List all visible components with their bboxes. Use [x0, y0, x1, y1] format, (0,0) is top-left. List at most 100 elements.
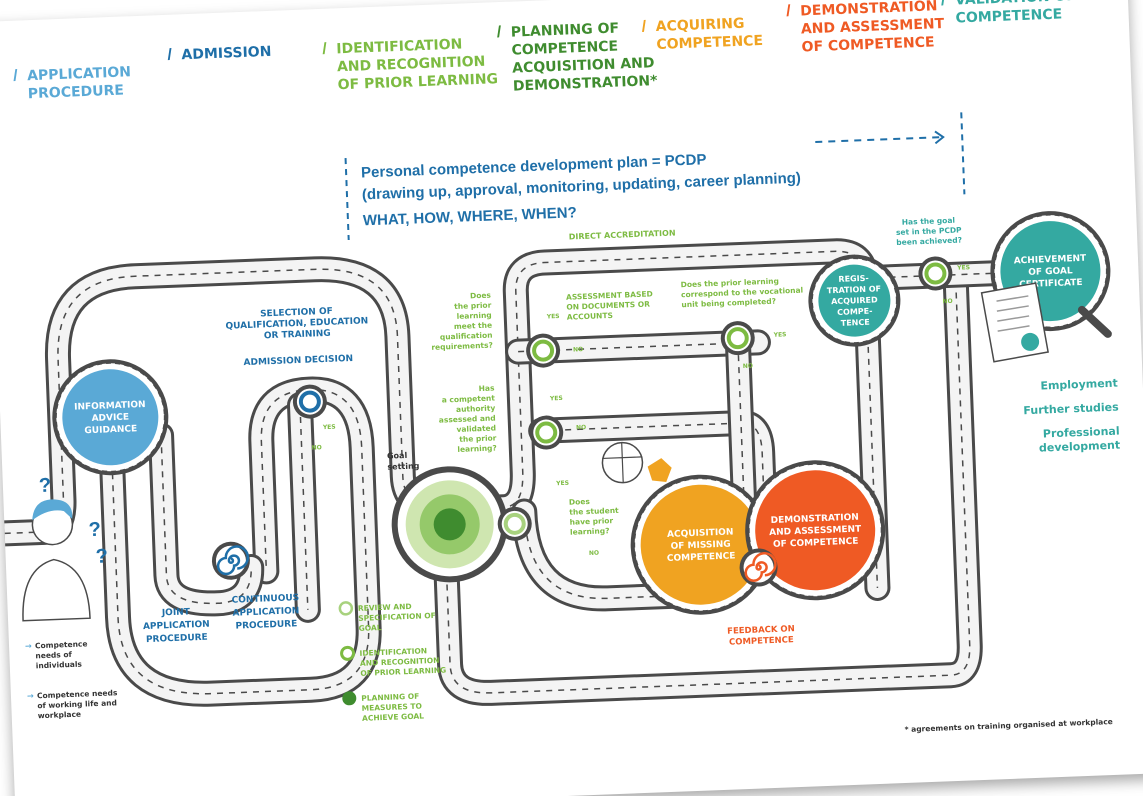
- legend-label: REVIEW ANDSPECIFICATION OFGOAL: [358, 601, 437, 633]
- legend-label: PLANNING OFMEASURES TOACHIEVE GOAL: [361, 691, 424, 722]
- yes-marker: YES: [546, 313, 560, 321]
- prior-meet-checkpoint-icon: [526, 333, 561, 368]
- acquisition-circle-disc: [640, 484, 761, 605]
- info-advice-guidance-circle-label: INFORMATIONADVICEGUIDANCE: [74, 400, 147, 437]
- direct-accreditation-label: DIRECT ACCREDITATION: [569, 228, 676, 241]
- review-checkpoint-icon: [497, 506, 532, 541]
- phase-title: IDENTIFICATIONAND RECOGNITIONOF PRIOR LE…: [336, 35, 498, 93]
- needs-label: Competenceneeds ofindividuals: [35, 639, 89, 670]
- road-centerline: [160, 435, 252, 605]
- magnifier-handle: [1077, 305, 1112, 338]
- phase-arrow-icon: /: [786, 3, 792, 20]
- yes-marker: YES: [322, 424, 336, 432]
- road-surface: [289, 394, 318, 620]
- certificate-icon: [980, 282, 1112, 363]
- no-marker: NO: [589, 550, 599, 557]
- authority-question: Hasa competentauthorityassessed andvalid…: [438, 383, 498, 454]
- yes-marker: YES: [773, 331, 787, 339]
- phase-arrow-icon: /: [322, 41, 328, 58]
- person-body: [22, 558, 91, 622]
- legend-item: IDENTIFICATIONAND RECOGNITIONOF PRIOR LE…: [340, 645, 446, 678]
- pcdp-block: Personal competence development plan = P…: [344, 112, 966, 241]
- road-segment: [431, 271, 983, 706]
- goal-achieved-question: Has the goalset in the PCDPbeen achieved…: [895, 215, 962, 247]
- road-centerline: [541, 422, 767, 553]
- phase-title: APPLICATIONPROCEDURE: [27, 64, 132, 102]
- yes-marker: YES: [555, 480, 569, 488]
- phase-title: PLANNING OFCOMPETENCEACQUISITION ANDDEMO…: [511, 19, 659, 95]
- outcome-label: Employment: [1040, 377, 1118, 393]
- goal-achieved-checkpoint-icon: [918, 256, 953, 291]
- goal-setting-label: Goalsetting: [387, 450, 420, 471]
- dark-dot-icon: [342, 691, 357, 706]
- no-marker: NO: [743, 363, 753, 370]
- student-prior-question: Doesthe studenthave priorlearning?: [569, 496, 620, 537]
- certificate-seal: [1021, 332, 1040, 351]
- node-layer: INFORMATIONADVICEGUIDANCE ACQUISITIONOF M…: [22, 211, 1112, 622]
- person-icon: ???: [22, 475, 108, 622]
- phase-6: /DEMONSTRATIONAND ASSESSMENTOF COMPETENC…: [786, 0, 946, 55]
- selection-label: SELECTION OFQUALIFICATION, EDUCATIONOR T…: [225, 305, 369, 342]
- person-hair: [32, 499, 73, 521]
- goal-target-circle: [391, 466, 508, 583]
- no-marker: NO: [573, 346, 583, 353]
- green-ring-icon: [340, 645, 356, 661]
- phase-3: / IDENTIFICATIONAND RECOGNITIONOF PRIOR L…: [322, 35, 498, 93]
- phase-7: /VALIDATION OFCOMPETENCE: [941, 0, 1076, 27]
- phase-4: /PLANNING OFCOMPETENCEACQUISITION ANDDEM…: [497, 19, 659, 95]
- correspond-question: Does the prior learningcorrespond to the…: [680, 276, 803, 310]
- no-marker: NO: [312, 444, 322, 451]
- feedback-label: FEEDBACK ONCOMPETENCE: [727, 624, 795, 648]
- phase-title: ADMISSION: [181, 44, 272, 63]
- light-ring-icon: [338, 601, 354, 616]
- question-mark: ?: [95, 545, 108, 567]
- registration-circle-label: REGIS-TRATION OFACQUIREDCOMPE-TENCE: [826, 273, 882, 328]
- phase-arrow-icon: /: [13, 68, 19, 85]
- question-mark: ?: [38, 475, 51, 497]
- demonstration-circle: DEMONSTRATIONAND ASSESSMENTOF COMPETENCE: [745, 460, 886, 601]
- authority-checkpoint-icon: [529, 415, 564, 450]
- application-spiral-icon: [211, 541, 250, 580]
- phase-arrow-icon: /: [641, 18, 647, 35]
- road-segment: [98, 376, 382, 707]
- pcdp-questions: WHAT, HOW, WHERE, WHEN?: [363, 204, 577, 229]
- yes-marker: YES: [549, 395, 563, 403]
- needs-arrow-icon: →: [25, 641, 32, 650]
- road-centerline: [523, 511, 708, 600]
- assessment-docs-label: ASSESSMENT BASEDON DOCUMENTS ORACCOUNTS: [566, 289, 654, 321]
- phase-header: /APPLICATIONPROCEDURE/ADMISSION/IDENTIFI…: [13, 0, 1076, 102]
- phase-5: / ACQUIRINGCOMPETENCE: [641, 15, 763, 53]
- correspond-checkpoint-icon: [720, 321, 755, 356]
- puzzle-piece: [647, 458, 672, 482]
- question-mark: ?: [88, 519, 101, 541]
- outcome-label: Further studies: [1023, 401, 1119, 418]
- road-centerline: [110, 388, 370, 695]
- road-segment: [148, 422, 265, 617]
- acquisition-circle: ACQUISITIONOF MISSINGCOMPETENCE: [630, 474, 771, 615]
- pcdp-arrow-icon: [934, 130, 945, 145]
- legend-item: REVIEW ANDSPECIFICATION OFGOAL: [338, 601, 437, 633]
- phase-title: DEMONSTRATIONAND ASSESSMENTOF COMPETENCE: [800, 0, 946, 55]
- puzzle-icon: [601, 441, 672, 484]
- footnote: * agreements on training organised at wo…: [904, 717, 1112, 734]
- yes-marker: YES: [956, 264, 970, 272]
- continuous-application-label: CONTINUOUSAPPLICATIONPROCEDURE: [231, 593, 300, 632]
- info-advice-guidance-circle-disc: [62, 369, 159, 466]
- info-advice-guidance-circle: INFORMATIONADVICEGUIDANCE: [52, 359, 169, 476]
- acquisition-circle-label: ACQUISITIONOF MISSINGCOMPETENCE: [666, 527, 736, 564]
- joint-application-label: JOINTAPPLICATIONPROCEDURE: [142, 607, 210, 646]
- admission-decision-label: ADMISSION DECISION: [243, 354, 353, 368]
- phase-1: / APPLICATIONPROCEDURE: [13, 64, 132, 102]
- phase-title: ACQUIRINGCOMPETENCE: [655, 15, 763, 53]
- prior-meet-question: Doesthe priorlearningmeet thequalificati…: [429, 291, 493, 352]
- road-centerline: [443, 284, 971, 694]
- phase-2: /ADMISSION: [167, 44, 272, 64]
- target-center: [433, 508, 466, 541]
- road-centerline: [299, 404, 309, 610]
- phase-arrow-icon: /: [941, 0, 947, 9]
- legend-item: PLANNING OFMEASURES TOACHIEVE GOAL: [342, 691, 424, 723]
- road-segment: [286, 391, 321, 623]
- road-segment: [724, 330, 758, 527]
